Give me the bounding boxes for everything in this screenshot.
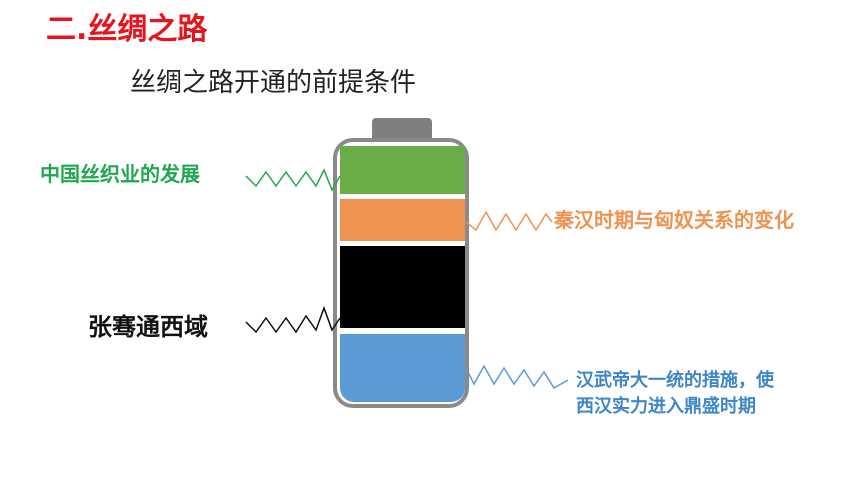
zigzag-connector-black [245,305,341,334]
zigzag-connector-orange [465,210,553,232]
label-han-wudi: 汉武帝大一统的措施，使 西汉实力进入鼎盛时期 [576,368,836,420]
label-xiongnu-relations: 秦汉时期与匈奴关系的变化 [554,208,794,232]
section-title: 二.丝绸之路 [46,12,208,47]
battery-cell-green [340,146,465,194]
zigzag-connector-green [245,168,341,192]
battery-cell-black [340,246,465,328]
battery-cap [372,118,432,140]
battery-cell-orange [340,199,465,241]
subtitle: 丝绸之路开通的前提条件 [130,68,417,98]
label-han-line-1: 汉武帝大一统的措施，使 [576,370,774,391]
label-silk-industry: 中国丝织业的发展 [40,162,200,186]
label-han-line-2: 西汉实力进入鼎盛时期 [576,396,756,417]
label-zhang-qian: 张骞通西域 [88,313,208,341]
battery-cell-blue [340,334,465,402]
zigzag-connector-blue [465,364,569,390]
